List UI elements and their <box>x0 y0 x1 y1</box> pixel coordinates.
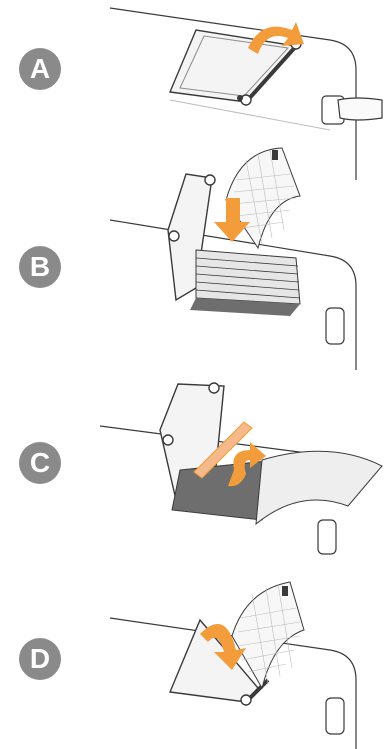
step-c-illustration <box>0 370 385 570</box>
step-c-panel: C <box>0 370 385 570</box>
step-d-illustration <box>0 560 385 749</box>
step-d-panel: D <box>0 560 385 749</box>
step-b-panel: B <box>0 140 385 370</box>
step-b-illustration <box>0 140 385 370</box>
